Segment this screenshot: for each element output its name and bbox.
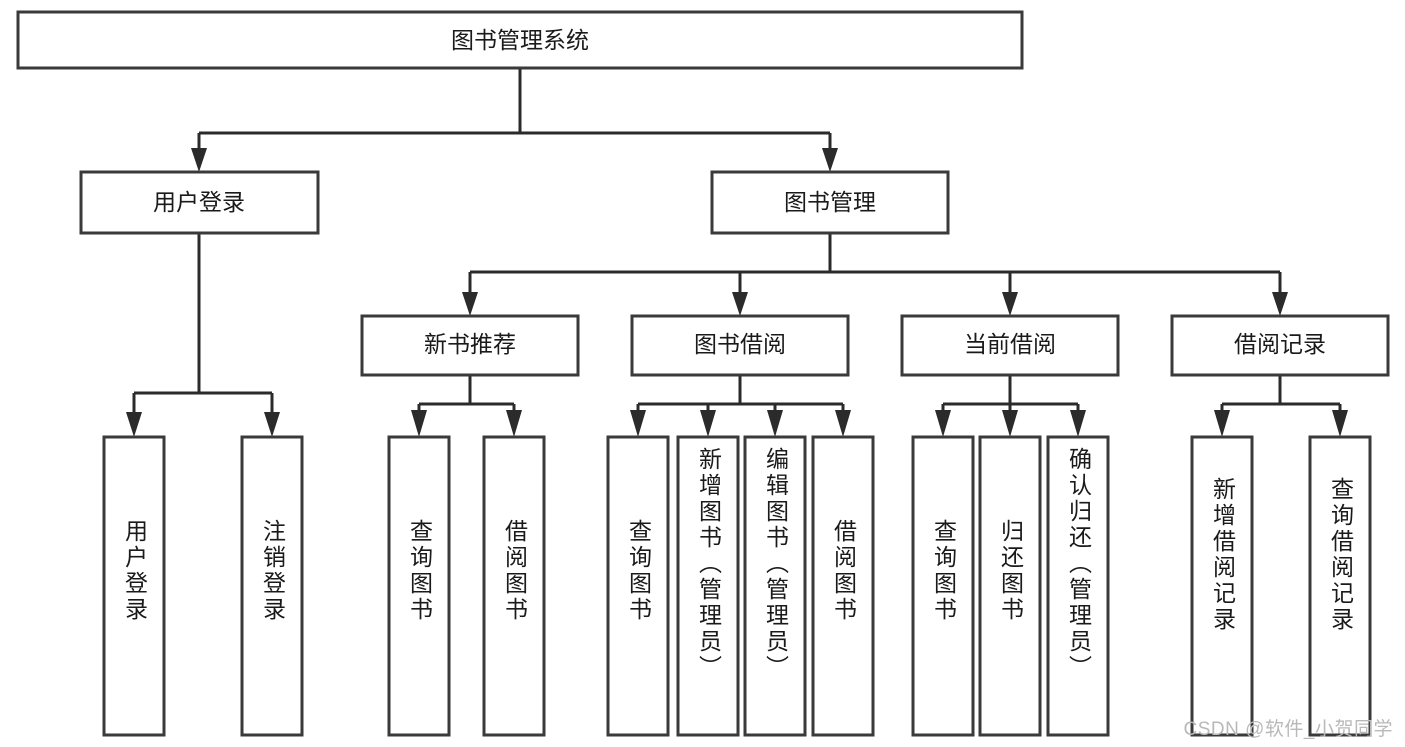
node-book-management[interactable]: 图书管理	[710, 170, 950, 235]
node-current-borrow-box[interactable]	[900, 314, 1120, 377]
node-user-login[interactable]: 用户登录	[79, 170, 320, 235]
arrow-head-leaf-10	[1002, 410, 1018, 437]
connector-group-book-borrow-leaves	[630, 375, 851, 437]
node-new-book-recommend-label: 新书推荐	[424, 331, 516, 357]
arrow-head-leaf-5	[630, 410, 646, 437]
leaf-box-13[interactable]	[1308, 435, 1372, 737]
arrow-head-leaf-12	[1214, 410, 1230, 437]
arrow-head-current-borrow	[1002, 292, 1018, 316]
arrow-head-leaf-6	[700, 410, 716, 437]
connector-group-book-mgmt-to-level3	[462, 233, 1288, 316]
arrow-head-leaf-3	[411, 410, 427, 437]
arrow-head-borrow-record	[1272, 292, 1288, 316]
leaf-box-10[interactable]	[978, 435, 1042, 737]
arrow-head-leaf-4	[506, 410, 522, 437]
connector-group-root-to-level2	[191, 68, 838, 172]
arrow-head-leaf-13	[1332, 410, 1348, 437]
arrow-head-leaf-7	[767, 410, 783, 437]
leaf-box-1[interactable]	[102, 435, 166, 737]
node-book-management-label: 图书管理	[784, 189, 876, 215]
leaf-box-6[interactable]	[676, 435, 740, 737]
node-book-borrow[interactable]: 图书借阅	[630, 314, 850, 377]
arrow-head-book-borrow	[732, 292, 748, 316]
leaf-box-group	[102, 435, 1372, 737]
arrow-head-leaf-2	[264, 412, 280, 437]
node-user-login-label: 用户登录	[153, 189, 245, 215]
connector-group-current-borrow-leaves	[935, 375, 1086, 437]
node-root-box[interactable]	[16, 10, 1024, 70]
node-user-login-box[interactable]	[79, 170, 320, 235]
leaf-box-8[interactable]	[811, 435, 875, 737]
node-borrow-record[interactable]: 借阅记录	[1170, 314, 1390, 377]
connector-group-borrow-record-leaves	[1214, 375, 1348, 437]
arrow-head-leaf-1	[126, 412, 142, 437]
arrow-head-leaf-8	[835, 410, 851, 437]
leaf-box-2[interactable]	[240, 435, 304, 737]
leaf-box-9[interactable]	[911, 435, 975, 737]
node-borrow-record-box[interactable]	[1170, 314, 1390, 377]
leaf-box-11[interactable]	[1046, 435, 1110, 737]
leaf-box-12[interactable]	[1190, 435, 1254, 737]
node-root-label: 图书管理系统	[451, 27, 589, 53]
arrow-head-book-mgmt	[822, 148, 838, 172]
leaf-box-3[interactable]	[387, 435, 451, 737]
leaf-box-4[interactable]	[482, 435, 546, 737]
node-book-borrow-label: 图书借阅	[694, 331, 786, 357]
arrow-head-new-book	[462, 292, 478, 316]
arrow-head-leaf-9	[935, 410, 951, 437]
node-borrow-record-label: 借阅记录	[1234, 331, 1326, 357]
node-new-book-recommend[interactable]: 新书推荐	[360, 314, 580, 377]
arrow-head-user-login	[191, 148, 207, 172]
watermark-text: CSDN @软件_小贺同学	[1183, 719, 1393, 740]
connector-group-user-login-leaves	[126, 233, 280, 437]
arrow-head-leaf-11	[1070, 410, 1086, 437]
leaf-box-5[interactable]	[606, 435, 670, 737]
node-current-borrow-label: 当前借阅	[964, 331, 1056, 357]
node-current-borrow[interactable]: 当前借阅	[900, 314, 1120, 377]
node-new-book-recommend-box[interactable]	[360, 314, 580, 377]
leaf-box-7[interactable]	[743, 435, 807, 737]
node-book-management-box[interactable]	[710, 170, 950, 235]
connector-group-new-book-leaves	[411, 375, 522, 437]
node-book-borrow-box[interactable]	[630, 314, 850, 377]
node-root[interactable]: 图书管理系统	[16, 10, 1024, 70]
